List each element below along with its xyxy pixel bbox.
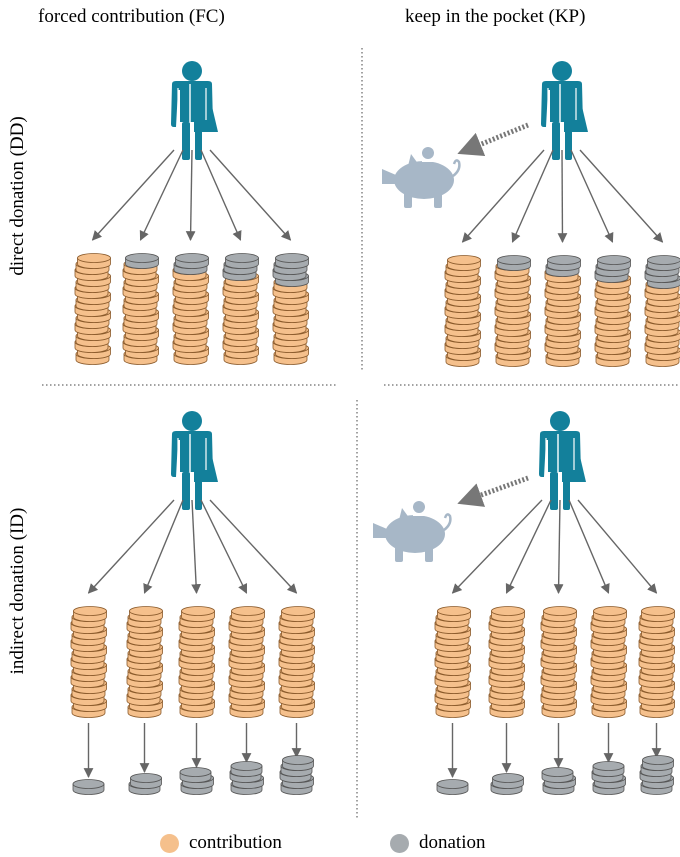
coin-stack-icon [172,253,209,365]
column-title-fc: forced contribution (FC) [38,6,225,27]
arrow-icon [553,499,564,594]
coin-stack-icon [70,606,107,718]
coin-stack-icon [444,255,481,367]
coin-stack-icon [222,253,259,365]
coin-stack-icon [278,606,315,718]
coin-stack-icon [594,255,631,367]
dashed-arrow-icon [457,475,529,507]
arrow-icon [451,499,543,594]
person-icon [171,411,218,510]
contribution-swatch [160,833,179,853]
arrow-icon [87,499,175,594]
coin-stack-icon [544,255,581,367]
coin-stack-icon [644,255,680,367]
coin-stack-icon [122,253,159,365]
legend-contribution: contribution [160,832,282,854]
legend-donation-label: donation [419,832,486,853]
coin-stack-icon [591,761,626,795]
arrow-icon [200,499,248,594]
person-icon [171,61,218,160]
coin-stack-icon [179,767,214,795]
arrow-icon [91,149,175,241]
coin-stack-icon [434,606,471,718]
coin-stack-icon [72,779,105,795]
arrow-icon [557,149,568,243]
coin-stack-icon [126,606,163,718]
arrow-icon [191,499,201,594]
person-icon [541,61,588,160]
arrow-icon [143,499,184,594]
piggy-bank-icon [382,147,461,208]
arrow-icon [209,149,292,241]
arrow-icon [461,149,545,243]
coin-stack-icon [541,767,576,795]
arrow-icon [570,149,614,243]
arrow-icon [139,149,184,241]
donation-swatch [390,833,409,853]
arrow-icon [511,149,554,243]
coin-stack-icon [494,255,531,367]
coin-stack-icon [590,606,627,718]
legend-contribution-label: contribution [189,832,282,853]
arrow-icon [185,149,196,241]
coin-stack-icon [540,606,577,718]
figure-canvas [42,48,680,818]
coin-stack-icon [488,606,525,718]
column-title-kp: keep in the pocket (KP) [405,6,586,27]
person-icon [539,411,586,510]
coin-stack-icon [638,606,675,718]
arrow-icon [579,149,664,243]
legend-donation: donation [390,832,486,854]
coin-stack-icon [272,253,309,365]
coin-stack-icon [436,779,469,795]
arrow-icon [568,499,610,594]
coin-stack-icon [490,773,524,795]
coin-stack-icon [279,755,314,795]
coin-stack-icon [178,606,215,718]
coin-stack-icon [229,761,264,795]
piggy-bank-icon [373,501,452,562]
coin-stack-icon [74,253,111,365]
coin-stack-icon [228,606,265,718]
arrow-icon [577,499,658,594]
arrow-icon [505,499,552,594]
arrow-icon [200,149,242,241]
coin-stack-icon [639,755,674,795]
arrow-icon [209,499,298,594]
coin-stack-icon [128,773,162,795]
dashed-arrow-icon [457,122,529,156]
